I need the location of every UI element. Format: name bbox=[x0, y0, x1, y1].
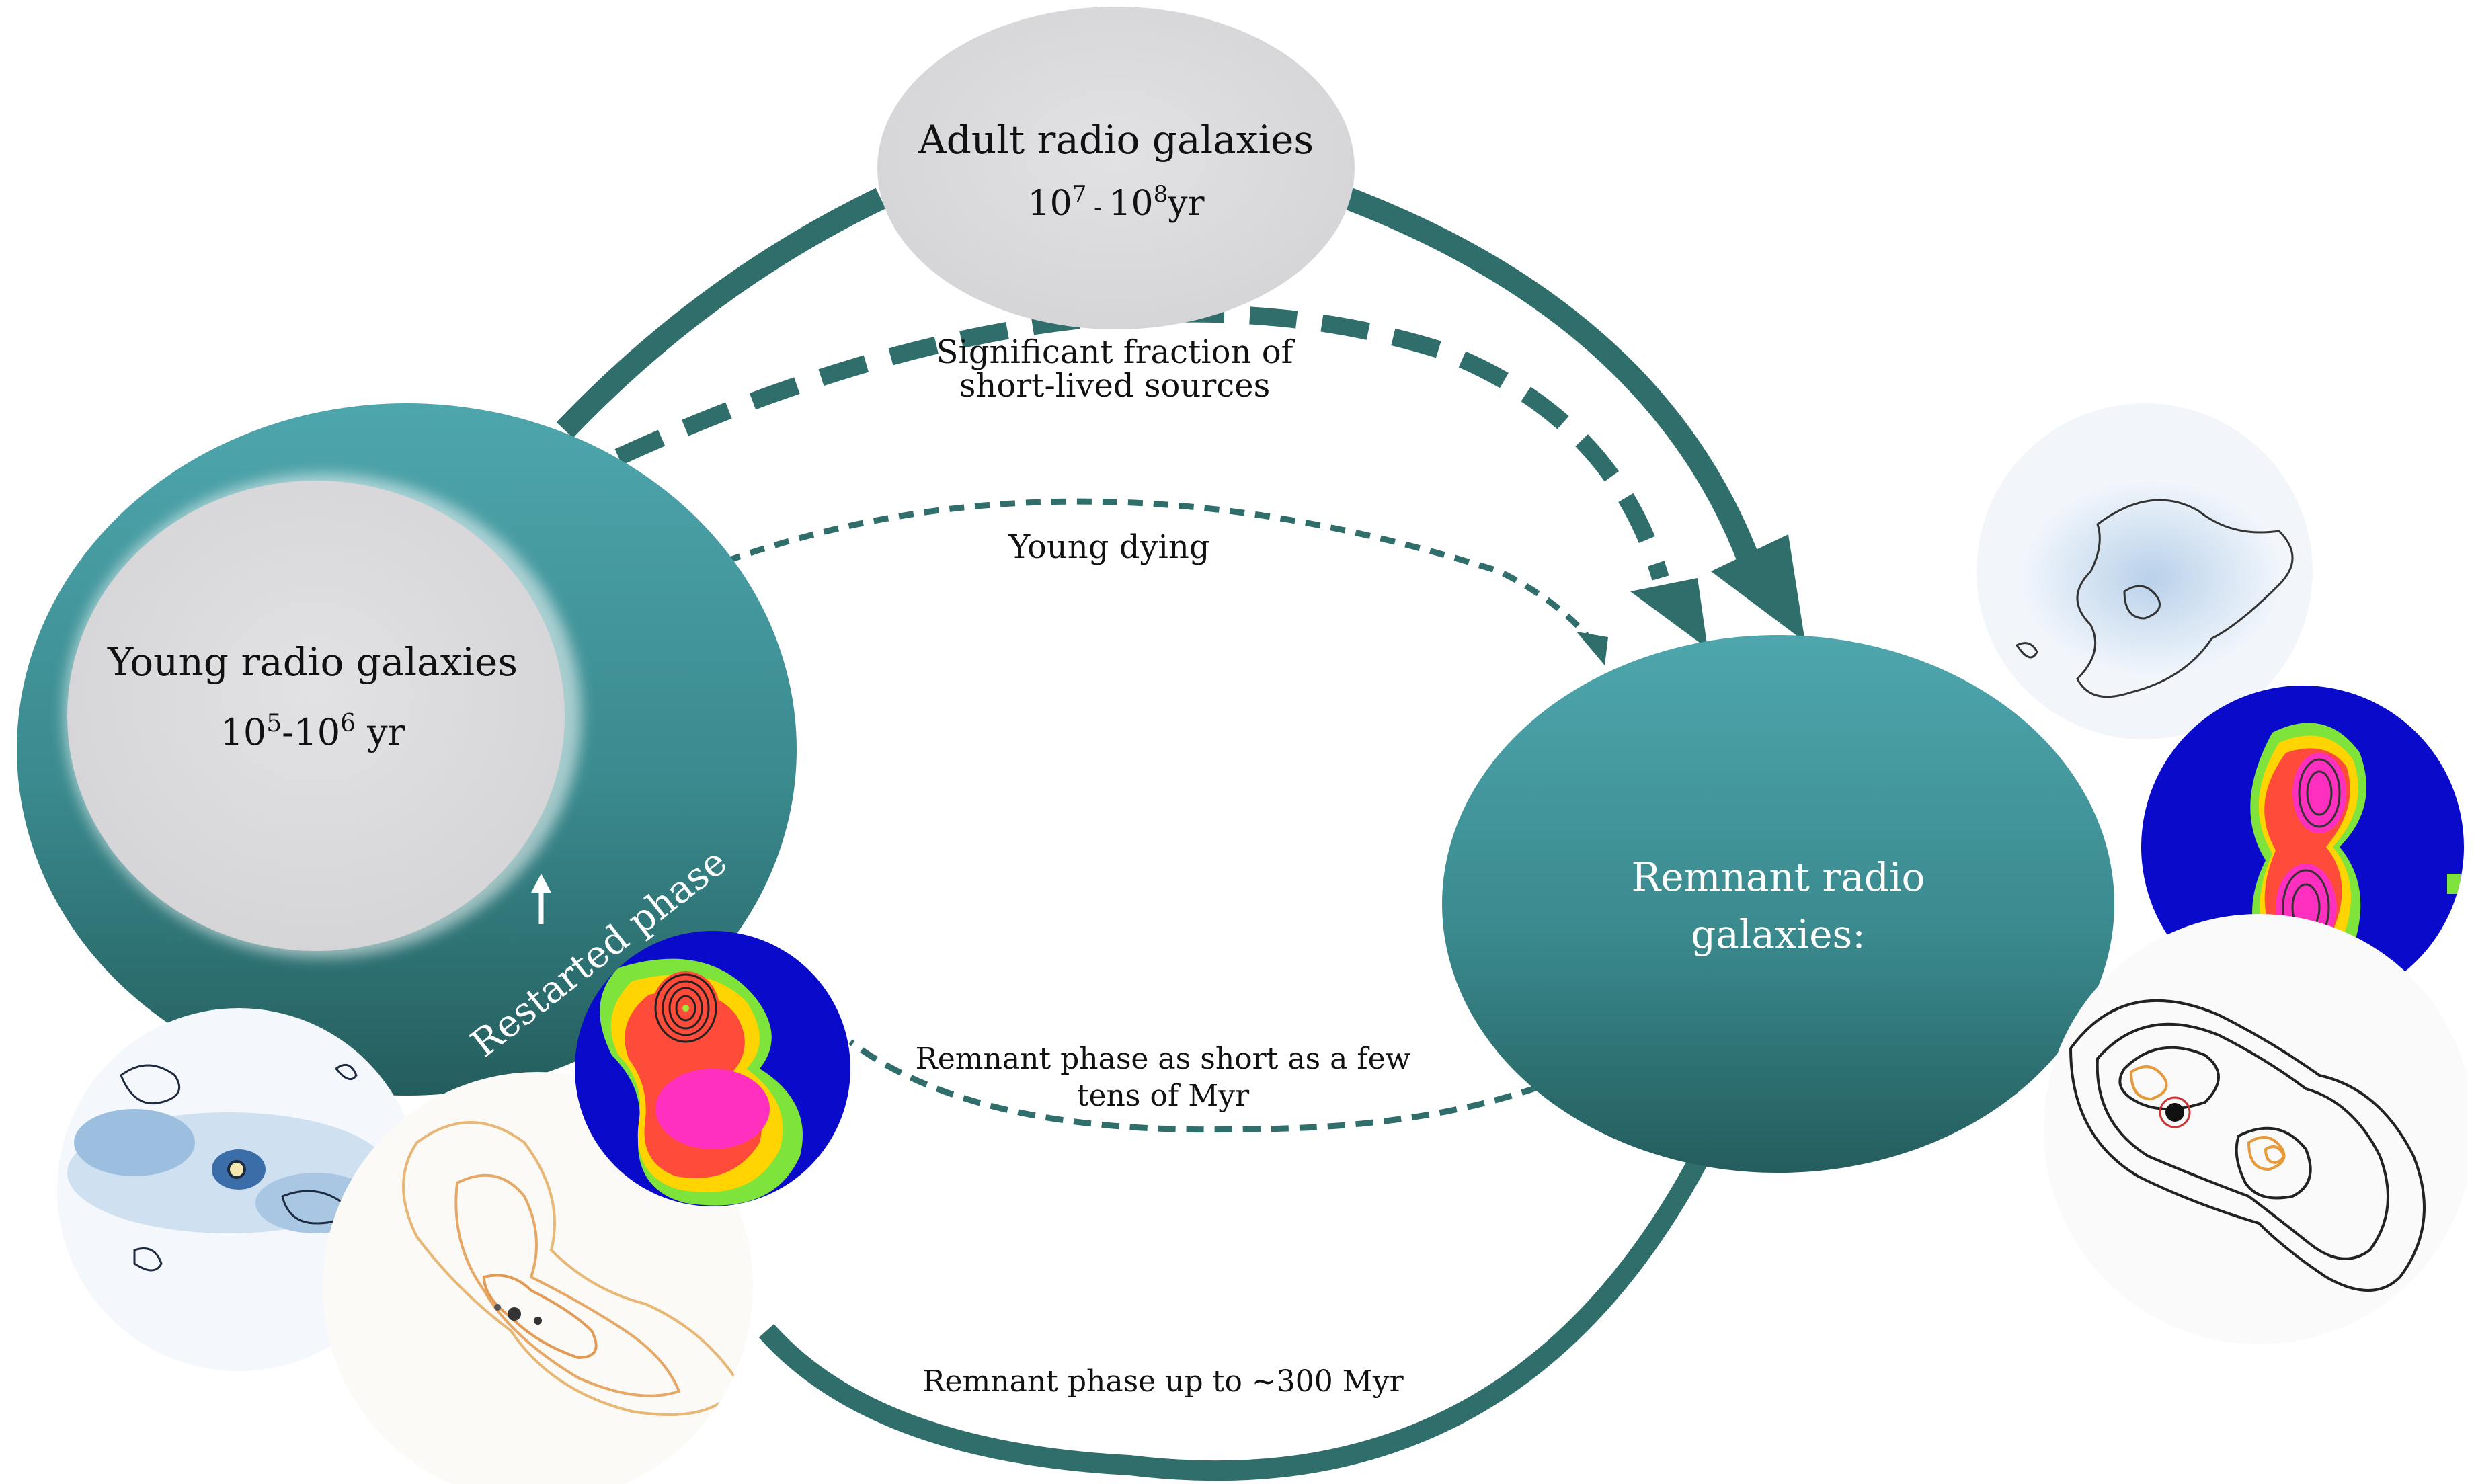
arrow-adult-to-remnant-head bbox=[1711, 534, 1805, 642]
adult-age: 107 - 108yr bbox=[1028, 181, 1205, 224]
remnant-title-line1: Remnant radio bbox=[1632, 854, 1925, 900]
adult-ellipse bbox=[877, 7, 1355, 329]
arrow-adult-to-remnant bbox=[1343, 188, 1759, 563]
remnant-long-label: Remnant phase up to ~300 Myr bbox=[922, 1364, 1404, 1399]
adult-title: Adult radio galaxies bbox=[918, 117, 1314, 163]
inset-contour-right-bottom bbox=[2044, 914, 2467, 1344]
arrow-short-lived-head bbox=[1630, 578, 1708, 649]
young-inner-circle bbox=[67, 481, 565, 951]
young-dying-label: Young dying bbox=[1008, 528, 1209, 566]
young-age: 105-106 yr bbox=[221, 710, 405, 754]
inset-jet-left bbox=[575, 931, 850, 1206]
arrow-young-dying bbox=[725, 498, 1599, 651]
inset-jet-right bbox=[2141, 686, 2464, 1008]
arrow-young-to-adult bbox=[556, 188, 886, 438]
inset-blue-contour-left bbox=[57, 1008, 420, 1371]
restart-up-arrow-icon bbox=[531, 874, 551, 924]
arrow-remnant-long bbox=[758, 1151, 1710, 1481]
short-lived-label-line1: Significant fraction of bbox=[936, 333, 1295, 371]
remnant-title-line2: galaxies: bbox=[1691, 911, 1866, 957]
remnant-short-label-line2: tens of Myr bbox=[1077, 1079, 1250, 1113]
young-title: Young radio galaxies bbox=[107, 639, 518, 685]
short-lived-label-line2: short-lived sources bbox=[959, 367, 1270, 405]
remnant-short-label-line1: Remnant phase as short as a few bbox=[916, 1042, 1411, 1076]
remnant-ellipse bbox=[1442, 635, 2114, 1173]
arrow-young-dying-head bbox=[1577, 632, 1608, 665]
inset-blue-contour-right bbox=[1977, 403, 2313, 739]
arrow-short-lived bbox=[614, 304, 1669, 581]
